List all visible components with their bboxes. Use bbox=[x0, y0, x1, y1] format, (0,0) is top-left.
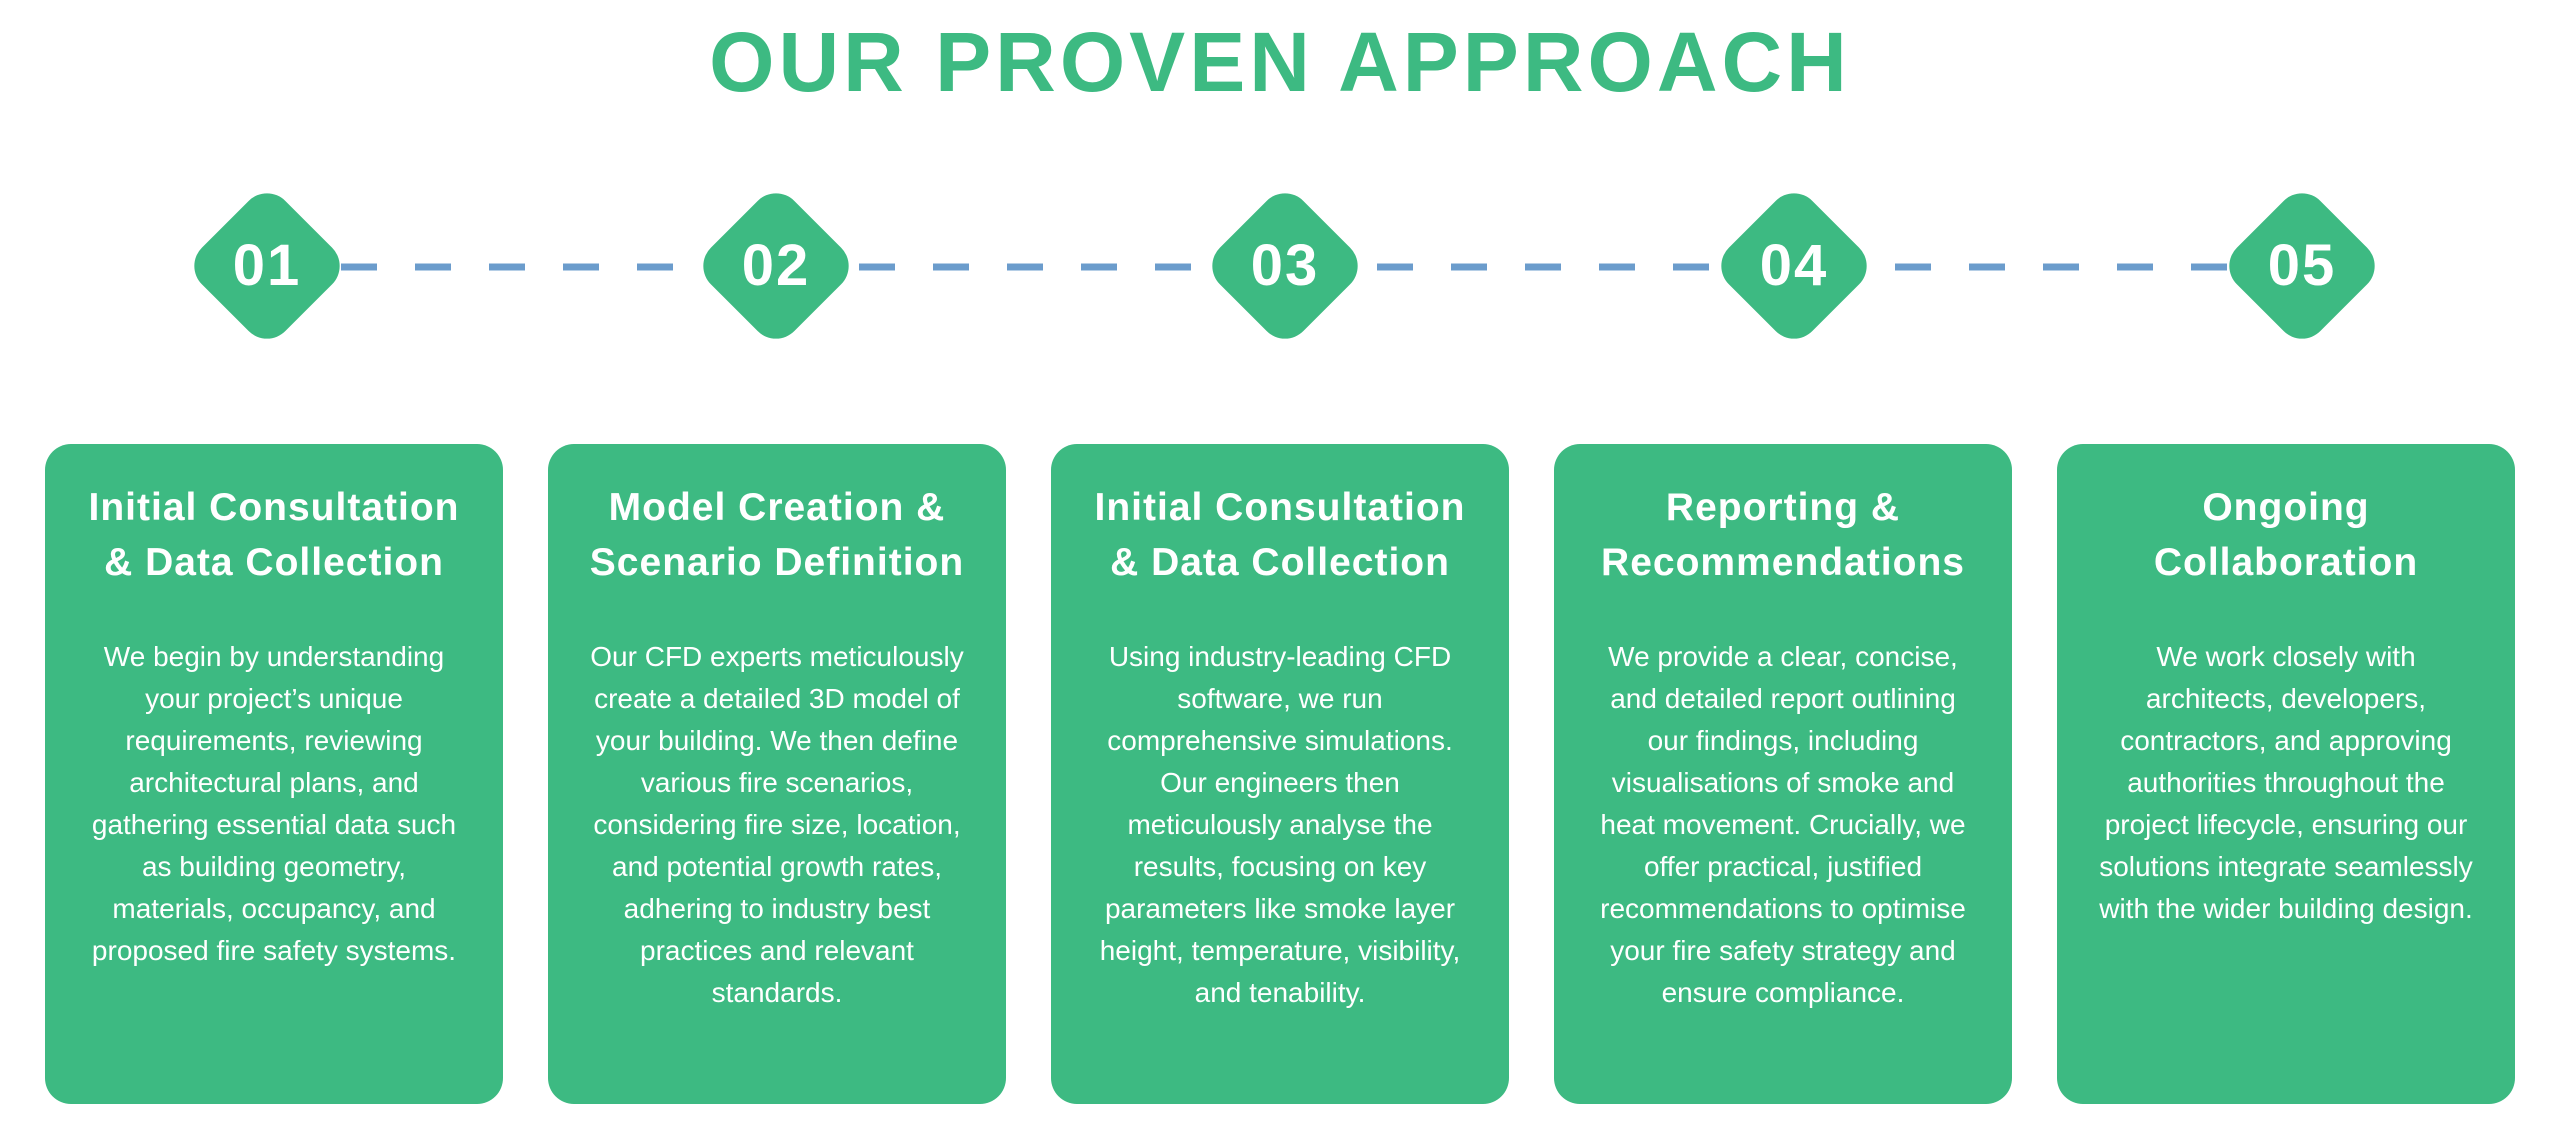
card-title: Ongoing Collaboration bbox=[2153, 486, 2419, 584]
card-description: We provide a clear, concise, and detaile… bbox=[1600, 641, 1966, 1008]
step-marker-04: 04 bbox=[1710, 182, 1878, 350]
step-marker-05: 05 bbox=[2218, 182, 2386, 350]
card-title: Model Creation & Scenario Definition bbox=[589, 486, 965, 584]
step-card-02: Model Creation & Scenario Definition Our… bbox=[548, 444, 1006, 1104]
card-description: Using industry-leading CFD software, we … bbox=[1099, 641, 1461, 1008]
step-timeline: 01 02 03 04 05 bbox=[0, 150, 2560, 390]
card-description: We work closely with architects, develop… bbox=[2099, 641, 2473, 924]
step-cards: Initial Consultation & Data Collection W… bbox=[45, 444, 2515, 1106]
step-number: 01 bbox=[232, 233, 302, 298]
step-marker-03: 03 bbox=[1201, 182, 1369, 350]
card-description: Our CFD experts meticulously create a de… bbox=[590, 641, 964, 1008]
card-title: Initial Consultation & Data Collection bbox=[1094, 486, 1466, 584]
step-card-03: Initial Consultation & Data Collection U… bbox=[1051, 444, 1509, 1104]
step-card-01: Initial Consultation & Data Collection W… bbox=[45, 444, 503, 1104]
page-title: OUR PROVEN APPROACH bbox=[709, 15, 1851, 109]
step-card-04: Reporting & Recommendations We provide a… bbox=[1554, 444, 2012, 1104]
step-card-05: Ongoing Collaboration We work closely wi… bbox=[2057, 444, 2515, 1104]
step-number: 03 bbox=[1250, 233, 1320, 298]
card-title: Reporting & Recommendations bbox=[1601, 486, 1965, 584]
card-title: Initial Consultation & Data Collection bbox=[88, 486, 460, 584]
step-marker-01: 01 bbox=[183, 182, 351, 350]
step-number: 02 bbox=[741, 233, 811, 298]
step-number: 05 bbox=[2267, 233, 2337, 298]
step-marker-02: 02 bbox=[692, 182, 860, 350]
card-description: We begin by understanding your project’s… bbox=[91, 641, 457, 966]
step-number: 04 bbox=[1759, 233, 1829, 298]
